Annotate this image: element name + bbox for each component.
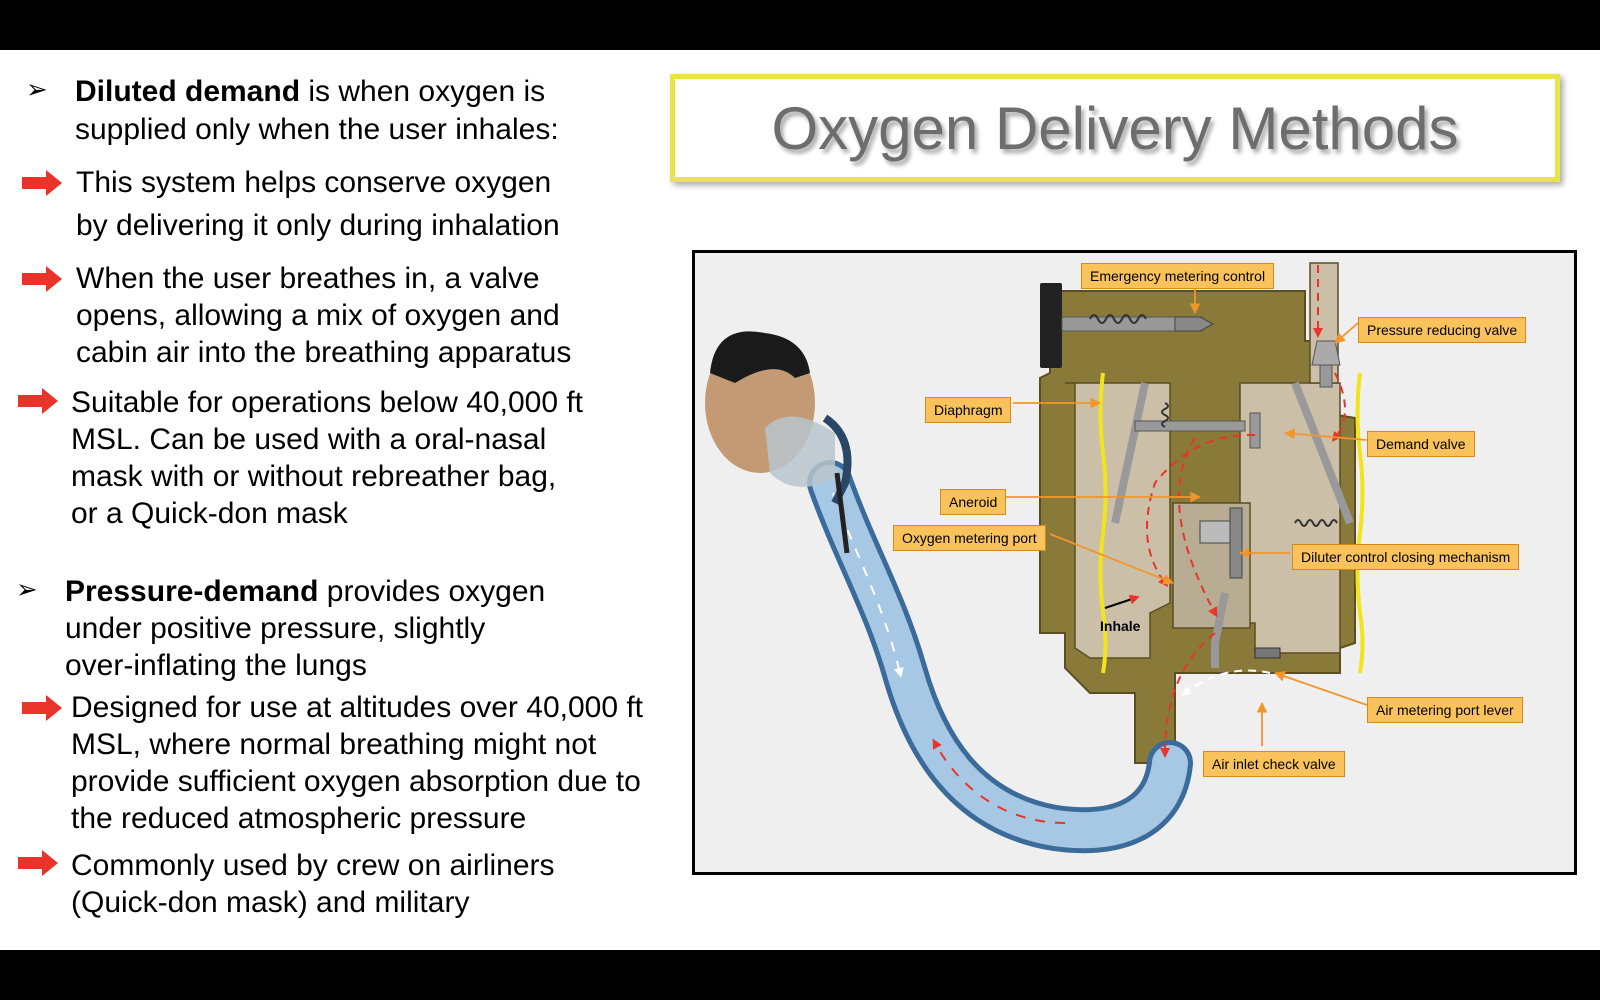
diaphragm-left [1098,372,1108,674]
label-demand-valve: Demand valve [1367,431,1475,457]
red-arrow-icon [22,695,62,721]
regulator-illustration [705,262,1368,854]
pressure-demand-heading: Pressure-demand provides oxygen [65,575,546,608]
label-emergency-metering-control: Emergency metering control [1081,263,1275,289]
red-arrow-icon [22,170,62,196]
label-diluter-control-closing-mechanism: Diluter control closing mechanism [1292,544,1520,570]
bullet-chevron-icon: ➢ [16,574,38,604]
regulator-diagram: Emergency metering control Pressure redu… [692,250,1577,875]
diluted-point3-line3: mask with or without rebreather bag, [71,460,557,493]
pressure-point1-line2: MSL, where normal breathing might not [71,728,597,761]
red-arrow-icon [22,266,62,292]
diluted-demand-heading: Diluted demand is when oxygen is [75,75,546,108]
pressure-point1-line4: the reduced atmospheric pressure [71,802,527,835]
pressure-point2-line1: Commonly used by crew on airliners [71,849,555,882]
diluted-point2-line3: cabin air into the breathing apparatus [76,336,572,369]
diluted-point2-line2: opens, allowing a mix of oxygen and [76,299,560,332]
pressure-demand-heading-line2: under positive pressure, slightly [65,612,486,645]
diluted-demand-heading-line2: supplied only when the user inhales: [75,113,559,146]
bottom-letterbox [0,950,1600,1000]
pressure-demand-heading-line3: over-inflating the lungs [65,649,367,682]
label-diaphragm: Diaphragm [925,397,1012,423]
label-air-inlet-check-valve: Air inlet check valve [1203,751,1345,777]
label-air-metering-port-lever: Air metering port lever [1367,697,1523,723]
diluted-point1-line2: by delivering it only during inhalation [76,209,560,242]
label-pressure-reducing-valve: Pressure reducing valve [1358,317,1527,343]
pressure-point1-line3: provide sufficient oxygen absorption due… [71,765,641,798]
pressure-point1-line1: Designed for use at altitudes over 40,00… [71,691,644,724]
diluted-point3-line1: Suitable for operations below 40,000 ft [71,386,584,419]
emergency-knob [1040,283,1062,368]
title-box: Oxygen Delivery Methods [670,74,1560,182]
diluted-point2-line1: When the user breathes in, a valve [76,262,540,295]
diluted-point3-line2: MSL. Can be used with a oral-nasal [71,423,547,456]
bullet-chevron-icon: ➢ [26,74,48,104]
pressure-reducing-valve [1311,340,1341,366]
slide-title: Oxygen Delivery Methods [771,94,1459,162]
diaphragm-right [1355,372,1365,674]
aneroid-part [1199,520,1231,544]
diluted-point1-line1: This system helps conserve oxygen [76,166,552,199]
red-arrow-icon [18,850,58,876]
label-aneroid: Aneroid [940,489,1007,515]
pressure-point2-line2: (Quick-don mask) and military [71,886,470,919]
label-inhale: Inhale [1100,618,1141,634]
red-arrow-icon [18,388,58,414]
diluted-point3-line4: or a Quick-don mask [71,497,348,530]
top-letterbox [0,0,1600,50]
label-oxygen-metering-port: Oxygen metering port [893,525,1046,551]
pilot-head [705,331,852,554]
